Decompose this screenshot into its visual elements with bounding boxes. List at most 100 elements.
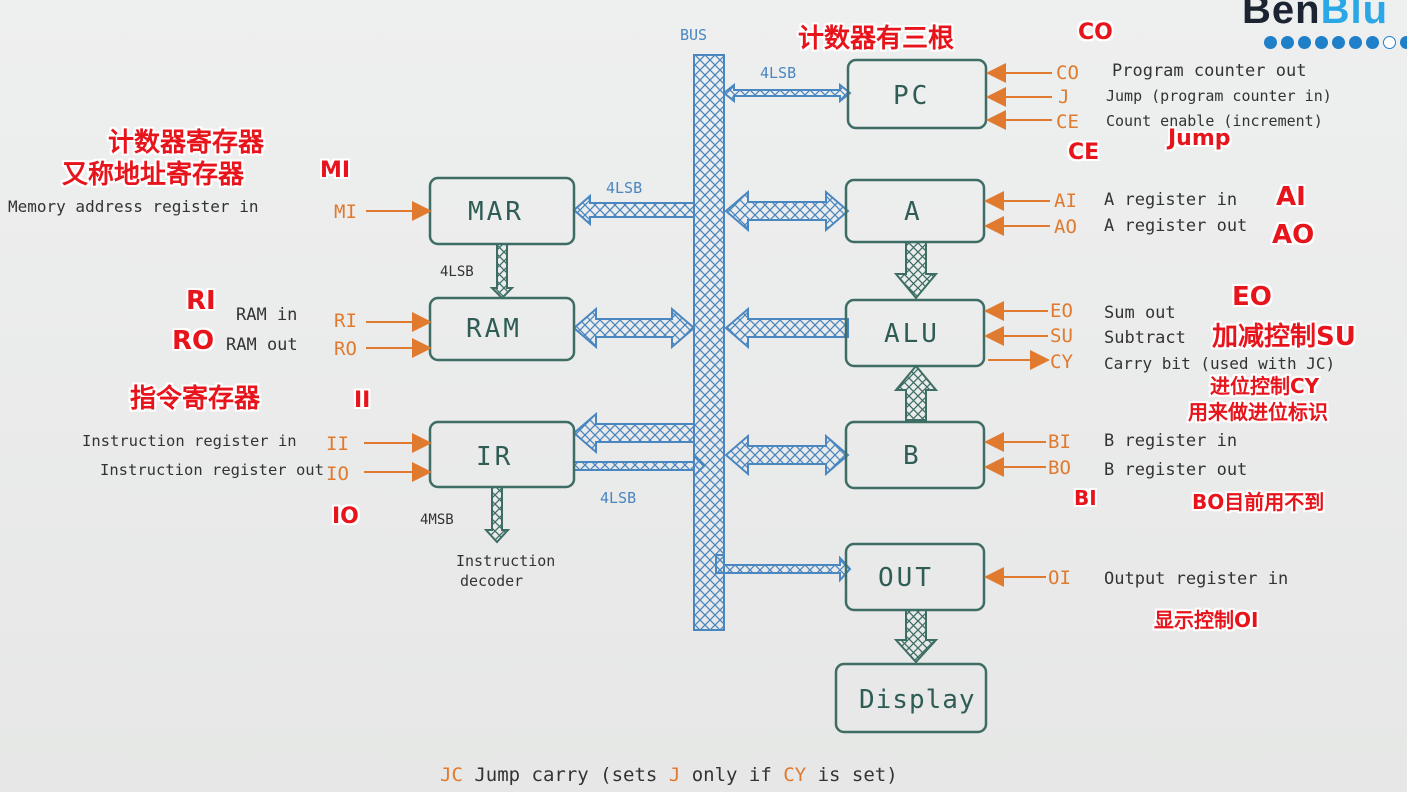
bi-signal: BI xyxy=(1048,431,1071,453)
bus xyxy=(693,54,725,631)
b-label: B xyxy=(903,441,922,471)
logo: BenBlu xyxy=(1238,0,1407,58)
ao-signal: AO xyxy=(1054,216,1077,238)
ro-signal: RO xyxy=(334,338,357,360)
a-alu-arrow xyxy=(893,241,939,300)
mi-signal: MI xyxy=(334,201,357,223)
pc-width-label: 4LSB xyxy=(760,64,796,82)
ram-label: RAM xyxy=(466,314,522,344)
ii-desc: Instruction register in xyxy=(82,432,297,450)
co-desc: Program counter out xyxy=(1112,61,1306,81)
annotation-oi: 显示控制OI xyxy=(1154,608,1259,632)
b-bus-arrow xyxy=(724,433,850,477)
ir-bus-in-arrow xyxy=(572,411,695,455)
annotation-mar-line1: 计数器寄存器 xyxy=(108,128,265,158)
oi-signal: OI xyxy=(1048,567,1071,589)
mar-bus-arrow xyxy=(572,193,695,227)
oi-desc: Output register in xyxy=(1104,569,1288,589)
annotation-mar-line2: 又称地址寄存器 xyxy=(62,160,245,190)
ce-desc: Count enable (increment) xyxy=(1106,112,1323,130)
jc-j: J xyxy=(668,764,681,786)
pc-bus-arrow xyxy=(722,82,852,104)
ir-label: IR xyxy=(476,442,513,472)
ir-decoder-arrow xyxy=(483,486,511,544)
annotation-co: CO xyxy=(1078,20,1113,45)
annotation-jump: Jump xyxy=(1168,126,1231,151)
co-signal: CO xyxy=(1056,62,1079,84)
jump-carry-note: JC Jump carry (sets J only if CY is set) xyxy=(440,764,898,786)
out-display-arrow xyxy=(893,609,939,664)
ir-bus-width-label: 4LSB xyxy=(600,489,636,507)
mar-label: MAR xyxy=(468,197,524,227)
annotation-pc-three-lines: 计数器有三根 xyxy=(798,24,955,54)
annotation-bo: BO目前用不到 xyxy=(1192,490,1325,514)
mi-desc: Memory address register in xyxy=(8,197,258,216)
j-signal: J xyxy=(1058,86,1069,108)
decoder-label-1: Instruction xyxy=(456,552,555,570)
jc-text-3: is set) xyxy=(817,764,898,786)
eo-signal: EO xyxy=(1050,300,1073,322)
su-desc: Subtract xyxy=(1104,328,1186,348)
ri-signal: RI xyxy=(334,310,357,332)
bo-signal: BO xyxy=(1048,457,1071,479)
jc-signal: JC xyxy=(440,764,463,786)
out-bus-arrow xyxy=(715,554,852,583)
logo-text: BenBlu xyxy=(1242,0,1389,32)
ai-signal: AI xyxy=(1054,190,1077,212)
ro-desc: RAM out xyxy=(226,335,298,355)
a-box xyxy=(844,178,986,244)
alu-label: ALU xyxy=(884,319,940,349)
io-signal: IO xyxy=(326,463,349,485)
decoder-label-2: decoder xyxy=(460,572,523,590)
jc-text-1: Jump carry (sets xyxy=(474,764,658,786)
ri-desc: RAM in xyxy=(236,305,297,325)
a-label: A xyxy=(904,197,923,227)
annotation-ri: RI xyxy=(186,286,216,316)
alu-bus-arrow xyxy=(724,306,849,350)
annotation-bi: BI xyxy=(1074,486,1097,510)
jc-text-2: only if xyxy=(691,764,772,786)
display-box xyxy=(834,662,988,734)
control-signal-arrows xyxy=(364,63,1052,587)
b-alu-arrow xyxy=(893,364,939,421)
ir-box xyxy=(428,420,576,489)
display-label: Display xyxy=(859,685,976,715)
cy-desc: Carry bit (used with JC) xyxy=(1104,354,1335,373)
annotation-eo: EO xyxy=(1232,282,1272,312)
io-desc: Instruction register out xyxy=(100,461,324,479)
annotation-mi: MI xyxy=(320,158,351,183)
eo-desc: Sum out xyxy=(1104,303,1176,323)
annotation-ir: 指令寄存器 xyxy=(130,384,261,414)
jc-cy: CY xyxy=(783,764,807,786)
annotation-su: 加减控制SU xyxy=(1212,322,1356,352)
ao-desc: A register out xyxy=(1104,216,1247,236)
pc-label: PC xyxy=(893,81,930,111)
ram-bus-arrow xyxy=(572,306,696,350)
ii-signal: II xyxy=(326,433,349,455)
su-signal: SU xyxy=(1050,325,1073,347)
bo-desc: B register out xyxy=(1104,460,1247,480)
mar-ram-width-label: 4LSB xyxy=(440,264,474,280)
annotation-ao: AO xyxy=(1272,220,1315,250)
out-label: OUT xyxy=(878,563,934,593)
ai-desc: A register in xyxy=(1104,190,1237,210)
mar-ram-arrow xyxy=(489,243,515,300)
logo-dots xyxy=(1264,36,1407,49)
internal-arrows xyxy=(483,241,939,664)
cy-signal: CY xyxy=(1050,351,1073,373)
mar-width-label: 4LSB xyxy=(606,179,642,197)
annotation-ii: II xyxy=(354,388,371,413)
annotation-cy-1: 进位控制CY xyxy=(1210,374,1320,398)
ir-decoder-width-label: 4MSB xyxy=(420,512,454,528)
ce-signal: CE xyxy=(1056,111,1079,133)
annotation-cy-2: 用来做进位标识 xyxy=(1188,400,1328,424)
j-desc: Jump (program counter in) xyxy=(1106,87,1332,105)
annotation-io: IO xyxy=(332,504,359,529)
annotation-ce: CE xyxy=(1068,140,1100,165)
annotation-ai: AI xyxy=(1276,182,1306,212)
a-bus-arrow xyxy=(724,189,850,233)
bus-label: BUS xyxy=(680,26,707,44)
b-box xyxy=(844,420,986,490)
bi-desc: B register in xyxy=(1104,431,1237,451)
